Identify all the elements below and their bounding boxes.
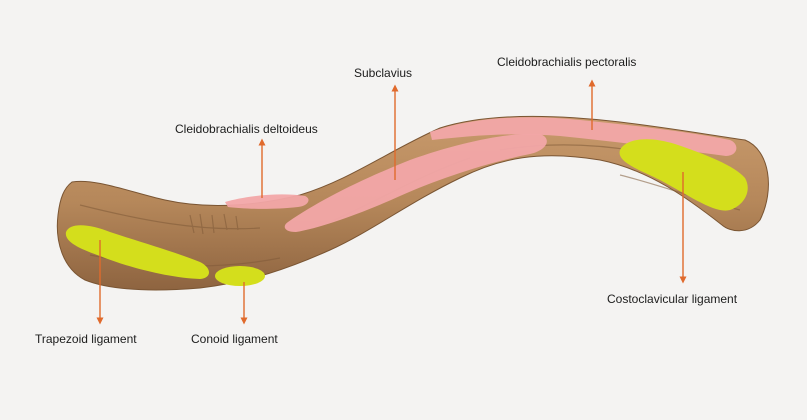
label-trapezoid-ligament: Trapezoid ligament (35, 332, 137, 346)
label-costoclavicular-ligament: Costoclavicular ligament (607, 292, 737, 306)
conoid-ligament-attachment (215, 266, 265, 286)
label-subclavius: Subclavius (354, 66, 412, 80)
label-cleidobrachialis-pectoralis: Cleidobrachialis pectoralis (497, 55, 636, 69)
label-cleidobrachialis-deltoideus: Cleidobrachialis deltoideus (175, 122, 318, 136)
label-conoid-ligament: Conoid ligament (191, 332, 278, 346)
cleidobrachialis-deltoideus-attachment (225, 194, 309, 209)
